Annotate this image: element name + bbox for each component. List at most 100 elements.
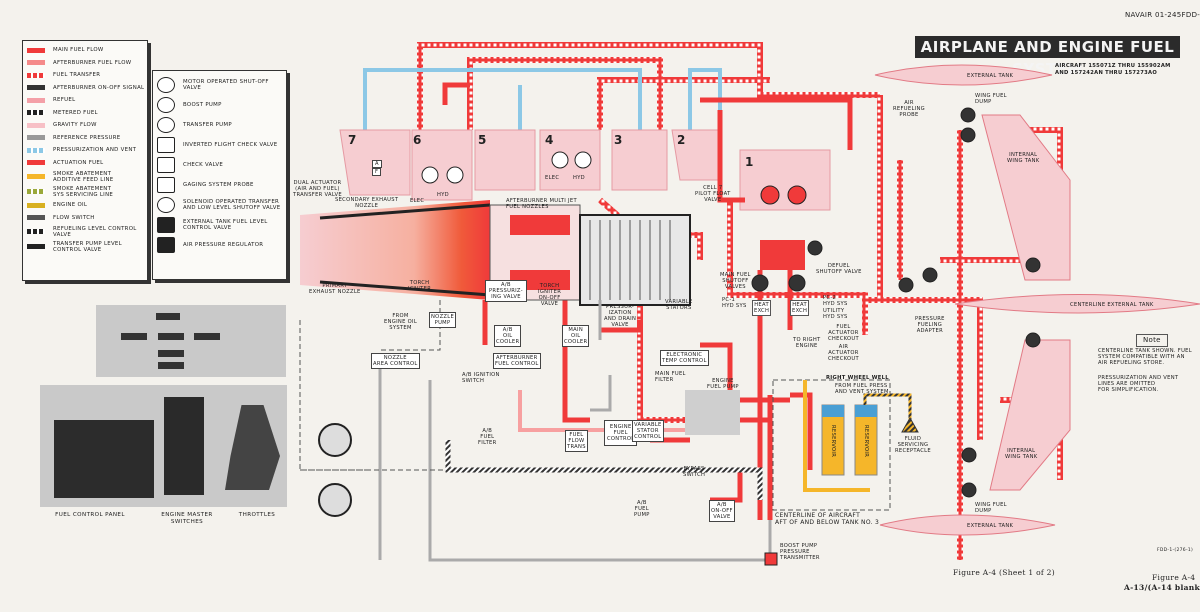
legend-symbol-item: GAGING SYSTEM PROBE: [153, 175, 286, 195]
legend-item: ENGINE OIL: [23, 199, 147, 212]
label-from-oil: FROM ENGINE OIL SYSTEM: [384, 313, 418, 331]
label-fluid-receptacle: FLUID SERVICING RECEPTACLE: [895, 436, 931, 454]
legend-symbol-item: TRANSFER PUMP: [153, 115, 286, 135]
legend-symbol-item: MOTOR OPERATED SHUT-OFF VALVE: [153, 75, 286, 95]
legend-item: FUEL TRANSFER: [23, 69, 147, 82]
caption-fuel-control-panel: FUEL CONTROL PANEL: [55, 512, 125, 518]
boost-pump-transmitter: [764, 552, 778, 566]
legend-item: SMOKE ABATEMENT SYS SERVICING LINE: [23, 184, 147, 199]
legend-label: TRANSFER PUMP LEVEL CONTROL VALVE: [53, 240, 122, 253]
label-to-right-engine: TO RIGHT ENGINE: [793, 337, 821, 349]
label-centerline: CENTERLINE OF AIRCRAFT AFT OF AND BELOW …: [775, 512, 880, 526]
label-main-fuel-filter: MAIN FUEL FILTER: [655, 371, 686, 383]
legend-symbol-label: EXTERNAL TANK FUEL LEVEL CONTROL VALVE: [183, 219, 268, 231]
legend-item: AFTERBURNER ON-OFF SIGNAL: [23, 82, 147, 95]
legend-swatch: [27, 189, 45, 194]
legend-label: GRAVITY FLOW: [53, 122, 97, 129]
nozzle-pump: NOZZLE PUMP: [429, 312, 457, 328]
label-hyd-4: HYD: [573, 175, 585, 181]
note-title: Note: [1136, 334, 1168, 347]
legend-swatch: [27, 160, 45, 166]
label-ab-ignition: A/B IGNITION SWITCH: [462, 372, 500, 384]
label-internal-wing-top: INTERNAL WING TANK: [1007, 152, 1040, 164]
gaging-probe-icon: [157, 177, 175, 193]
heat-exchanger-2: HEAT EXCH: [790, 300, 810, 316]
label-air-probe: AIR REFUELING PROBE: [893, 100, 925, 118]
cockpit-controls-photo: [40, 385, 287, 507]
external-tanks: [874, 64, 1200, 536]
legend-symbol-item: EXTERNAL TANK FUEL LEVEL CONTROL VALVE: [153, 215, 286, 235]
label-dual-actuator: DUAL ACTUATOR (AIR AND FUEL) TRANSFER VA…: [293, 180, 342, 198]
label-right-wheel-well: RIGHT WHEEL WELL: [826, 375, 889, 381]
legend-item: REFUELING LEVEL CONTROL VALVE: [23, 224, 147, 239]
label-wing-dump-bottom: WING FUEL DUMP: [975, 502, 1007, 514]
legend-label: FUEL TRANSFER: [53, 72, 101, 79]
legend-label: REFUEL: [53, 97, 76, 104]
legend-item: ACTUATION FUEL: [23, 157, 147, 170]
heat-exchanger-1: HEAT EXCH: [752, 300, 772, 316]
legend-label: FLOW SWITCH: [53, 214, 95, 221]
ext-tank-valve-icon: [157, 217, 175, 233]
legend-item: FLOW SWITCH: [23, 212, 147, 225]
label-pc2: PC-2 HYD SYS: [823, 295, 848, 307]
label-ab-fuel-pump: A/B FUEL PUMP: [634, 500, 650, 518]
legend-symbol-item: SOLENOID OPERATED TRANSFER AND LOW LEVEL…: [153, 195, 286, 215]
legend-label: ACTUATION FUEL: [53, 159, 104, 166]
legend-symbol-label: MOTOR OPERATED SHUT-OFF VALVE: [183, 79, 269, 91]
fuel-flow-transmitter: FUEL FLOW TRANS: [565, 430, 588, 452]
figure-caption: Figure A-4 (Sheet 1 of 2): [953, 568, 1055, 577]
label-primary-nozzle: PRIMARY EXHAUST NOZZLE: [309, 283, 361, 295]
engine-fuel-pump-area: [685, 390, 740, 435]
throttles-image: [225, 405, 280, 490]
legend-swatch: [27, 244, 45, 249]
annunciator-panel-photo: [96, 305, 286, 377]
motor-valve-icon: [157, 77, 175, 93]
legend-symbols: MOTOR OPERATED SHUT-OFF VALVE BOOST PUMP T…: [152, 70, 287, 280]
label-boost-transmitter: BOOST PUMP PRESSURE TRANSMITTER: [780, 543, 820, 561]
label-ab-nozzles: AFTERBURNER MULTI JET FUEL NOZZLES: [506, 198, 577, 210]
legend-label: MAIN FUEL FLOW: [53, 47, 104, 54]
legend-swatch: [27, 60, 45, 66]
legend-item: METERED FUEL: [23, 107, 147, 120]
af-valve-a: A: [372, 160, 382, 168]
ab-on-off-valve: A/B ON-OFF VALVE: [709, 500, 735, 522]
label-cell-valve: CELL 7 PILOT FLOAT VALVE: [695, 185, 731, 203]
tank-3: 3: [614, 133, 623, 147]
legend-swatch: [27, 229, 45, 234]
legend-symbol-label: AIR PRESSURE REGULATOR: [183, 242, 264, 248]
tank-7: 7: [348, 133, 357, 147]
nozzle-area-control: NOZZLE AREA CONTROL: [371, 353, 420, 369]
tank-6: 6: [413, 133, 422, 147]
signal-lines: [299, 300, 891, 511]
legend-swatch: [27, 85, 45, 91]
label-from-vent: FROM FUEL PRESS AND VENT SYSTEM: [835, 383, 889, 395]
label-main-shutoff: MAIN FUEL SHUTOFF VALVES: [720, 272, 751, 290]
aircraft-line-2: AND 157242an THRU 157273ao: [1055, 70, 1158, 76]
legend-item: TRANSFER PUMP LEVEL CONTROL VALVE: [23, 239, 147, 254]
legend-symbol-label: TRANSFER PUMP: [183, 122, 232, 128]
legend-swatch: [27, 110, 45, 116]
vent-lines: [363, 68, 722, 170]
variable-stator-control: VARIABLE STATOR CONTROL: [632, 420, 664, 442]
inverted-check-valve-icon: [157, 137, 175, 153]
tank-5: 5: [478, 133, 487, 147]
main-oil-cooler: MAIN OIL COOLER: [562, 325, 590, 347]
legend-label: PRESSURIZATION AND VENT: [53, 147, 137, 154]
ab-pressurizing-valve: A/B PRESSURIZ- ING VALVE: [485, 280, 527, 302]
legend-symbol-item: INVERTED FLIGHT CHECK VALVE: [153, 135, 286, 155]
legend-symbol-label: BOOST PUMP: [183, 102, 222, 108]
legend-swatch: [27, 72, 45, 78]
caption-engine-master-switches: ENGINE MASTER SWITCHES: [161, 512, 213, 525]
label-bypass-switch: BYPASS SWITCH: [683, 466, 706, 478]
legend-item: REFERENCE PRESSURE: [23, 132, 147, 145]
legend-label: SMOKE ABATEMENT SYS SERVICING LINE: [53, 185, 114, 198]
ab-signal-line: [445, 440, 763, 500]
legend-swatch: [27, 122, 45, 128]
label-wing-dump-top: WING FUEL DUMP: [975, 93, 1007, 105]
fuel-control-panel-image: [54, 420, 154, 498]
label-ab-fuel-filter: A/B FUEL FILTER: [478, 428, 497, 446]
legend-item: AFTERBURNER FUEL FLOW: [23, 57, 147, 70]
caption-throttles: THROTTLES: [238, 512, 276, 518]
label-torch-igniter: TORCH IGNITER: [408, 280, 432, 292]
